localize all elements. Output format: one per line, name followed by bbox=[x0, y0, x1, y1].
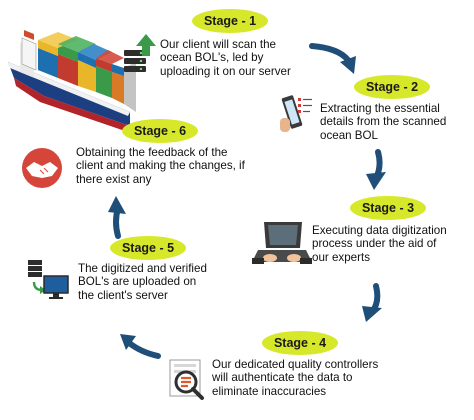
stage-3-label: Stage - 3 bbox=[362, 201, 414, 215]
stage-3-description: Executing data digitization process unde… bbox=[312, 224, 447, 264]
stage-5-line-1: The digitized and verified bbox=[78, 262, 207, 275]
stage-2-line-2: details from the scanned bbox=[320, 115, 447, 129]
arrow-stage1-to-2 bbox=[309, 43, 356, 74]
stage-4-line-1: Our dedicated quality controllers bbox=[212, 358, 379, 371]
stage-6-line-3: there exist any bbox=[76, 172, 152, 186]
stage-4-label: Stage - 4 bbox=[274, 336, 326, 350]
stage-5-line-2: BOL's are uploaded on bbox=[78, 275, 197, 289]
arrow-stage3-to-4 bbox=[362, 283, 382, 322]
stage-2-line-3: ocean BOL bbox=[320, 128, 379, 142]
flow-arrows bbox=[108, 43, 386, 359]
cargo-ship-icon bbox=[8, 30, 136, 132]
stage-2-description: Extracting the essential details from th… bbox=[320, 102, 446, 142]
stage-3-line-3: our experts bbox=[312, 250, 370, 264]
arrow-stage4-to-5 bbox=[120, 334, 161, 359]
stage-1-description: Our client will scan the ocean BOL's, le… bbox=[160, 38, 291, 78]
stage-1-line-2: ocean BOL's, led by bbox=[160, 51, 264, 65]
laptop-typing-icon bbox=[252, 222, 312, 264]
stage-3-badge: Stage - 3 bbox=[350, 196, 426, 220]
stage-4-line-2: will authenticate the data to bbox=[212, 371, 353, 385]
stage-5-line-3: the client's server bbox=[78, 288, 168, 302]
stage-3-line-1: Executing data digitization bbox=[312, 224, 447, 237]
stage-1-badge: Stage - 1 bbox=[192, 9, 268, 33]
stage-4-description: Our dedicated quality controllers will a… bbox=[212, 358, 378, 398]
stage-5-label: Stage - 5 bbox=[122, 241, 174, 255]
stage-4-line-3: eliminate inaccuracies bbox=[212, 384, 327, 398]
stage-2-badge: Stage - 2 bbox=[354, 75, 430, 99]
server-monitor-icon bbox=[28, 260, 69, 299]
stage-1-label: Stage - 1 bbox=[204, 14, 256, 28]
arrow-stage5-to-6 bbox=[108, 196, 126, 239]
stage-5-badge: Stage - 5 bbox=[110, 236, 186, 260]
arrow-stage2-to-3 bbox=[366, 149, 386, 190]
stage-6-badge: Stage - 6 bbox=[122, 119, 198, 143]
phone-checklist-icon bbox=[280, 95, 312, 132]
stage-6-line-2: client and making the changes, if bbox=[76, 159, 245, 173]
magnifier-document-icon bbox=[169, 359, 204, 400]
stage-4-badge: Stage - 4 bbox=[262, 331, 338, 355]
stage-3-line-2: process under the aid of bbox=[312, 237, 437, 251]
stage-6-line-1: Obtaining the feedback of the bbox=[76, 146, 228, 159]
stage-1-line-1: Our client will scan the bbox=[160, 38, 276, 51]
handshake-icon bbox=[22, 148, 62, 188]
stage-5-description: The digitized and verified BOL's are upl… bbox=[78, 262, 207, 302]
stage-2-label: Stage - 2 bbox=[366, 80, 418, 94]
stage-2-line-1: Extracting the essential bbox=[320, 102, 440, 115]
stage-6-description: Obtaining the feedback of the client and… bbox=[76, 146, 245, 186]
stage-6-label: Stage - 6 bbox=[134, 124, 186, 138]
stage-1-line-3: uploading it on our server bbox=[160, 64, 291, 78]
server-upload-icon bbox=[124, 34, 156, 72]
